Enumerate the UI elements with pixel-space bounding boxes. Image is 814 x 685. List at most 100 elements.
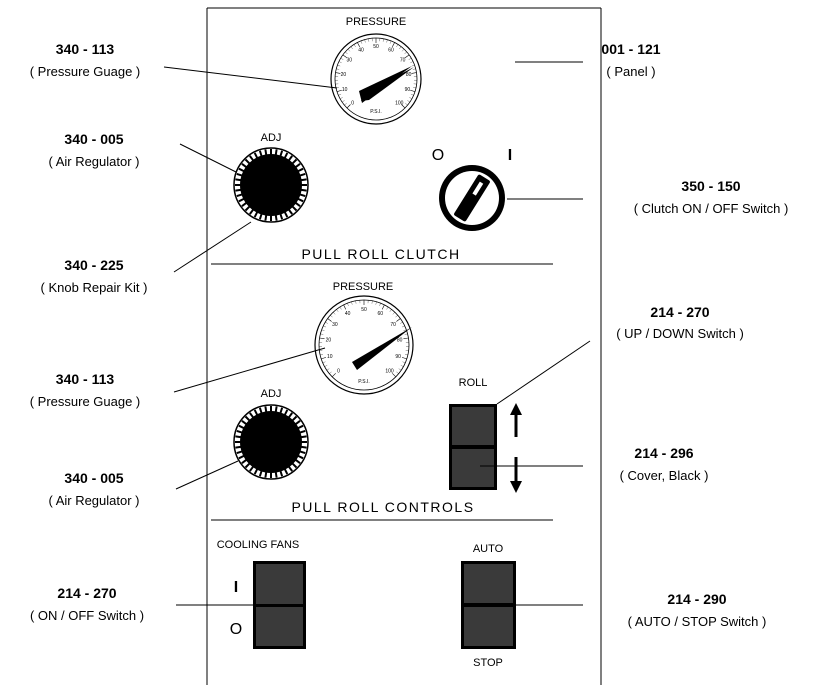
- knob-ridge: [287, 208, 294, 215]
- gauge-scale-label: 30: [347, 58, 353, 64]
- callout-on-off-switch: 214 - 270 ( ON / OFF Switch ): [30, 585, 144, 623]
- gauge-tick: [338, 93, 342, 96]
- stop-label: STOP: [473, 657, 503, 669]
- gauge-tick: [392, 373, 397, 378]
- gauge-tick: [329, 371, 332, 374]
- roll-up-down-switch[interactable]: ROLL: [449, 377, 522, 493]
- clutch-off-symbol: O: [432, 147, 444, 164]
- callout-knob-repair: 340 - 225 ( Knob Repair Kit ): [41, 257, 148, 295]
- callout-number: 214 - 290: [667, 591, 726, 607]
- gauge-scale-label: 80: [406, 72, 412, 78]
- callout-desc: ( AUTO / STOP Switch ): [628, 614, 767, 629]
- gauge-tick: [335, 72, 341, 74]
- stop-rocker[interactable]: [464, 607, 513, 646]
- roll-switch-up-rocker[interactable]: [452, 407, 494, 445]
- gauge-tick: [386, 39, 388, 43]
- gauge-tick: [381, 304, 385, 310]
- gauge-tick: [379, 303, 381, 306]
- air-regulator-top[interactable]: ADJ: [233, 132, 309, 223]
- gauge-tick: [396, 371, 399, 374]
- gauge-tick: [344, 103, 347, 106]
- cooling-fans-on-symbol: I: [234, 579, 238, 596]
- auto-rocker[interactable]: [464, 564, 513, 603]
- gauge-scale-label: 0: [351, 100, 354, 106]
- gauge-scale-label: 60: [388, 48, 394, 54]
- clutch-switch[interactable]: O I: [432, 147, 512, 231]
- callout-panel: 001 - 121 ( Panel ): [601, 41, 660, 79]
- knob-ridge: [294, 458, 301, 465]
- callout-number: 340 - 005: [64, 470, 123, 486]
- cooling-fans-switch[interactable]: COOLING FANS I O: [217, 539, 306, 649]
- callout-desc: ( Clutch ON / OFF Switch ): [634, 201, 789, 216]
- gauge-tick: [342, 54, 348, 59]
- gauge-tick: [403, 337, 409, 339]
- gauge-scale-label: 70: [390, 322, 396, 328]
- callout-cover-black: 214 - 296 ( Cover, Black ): [620, 445, 709, 483]
- gauge-tick: [321, 357, 327, 360]
- gauge-tick: [412, 68, 416, 70]
- callout-number: 001 - 121: [601, 41, 660, 57]
- callouts: 340 - 113 ( Pressure Guage ) 001 - 121 (…: [30, 41, 789, 629]
- auto-stop-switch[interactable]: AUTO STOP: [461, 543, 516, 669]
- gauge-scale-label: 10: [327, 354, 333, 360]
- clutch-switch-lever-mark: [472, 181, 484, 196]
- gauge-tick: [327, 318, 332, 322]
- callout-number: 214 - 296: [634, 445, 693, 461]
- callout-number: 340 - 113: [56, 41, 115, 57]
- knob-ridge: [241, 201, 248, 207]
- gauge-tick: [403, 329, 407, 331]
- gauge-tick: [392, 312, 395, 315]
- gauge-tick: [392, 42, 395, 48]
- gauge-tick: [410, 61, 414, 63]
- gauge-scale-label: 30: [332, 322, 338, 328]
- callout-desc: ( Panel ): [606, 64, 655, 79]
- gauge-mid-unit: P.S.I.: [358, 379, 370, 385]
- regulator-top-knob[interactable]: [240, 154, 302, 216]
- gauge-tick: [347, 303, 349, 306]
- gauge-tick: [326, 368, 330, 371]
- cooling-fans-label: COOLING FANS: [217, 539, 300, 551]
- cooling-fans-on-rocker[interactable]: [256, 564, 303, 604]
- gauge-tick: [347, 48, 351, 52]
- gauge-tick: [399, 46, 402, 50]
- callout-number: 340 - 225: [64, 257, 123, 273]
- gauge-tick: [336, 89, 342, 92]
- gauge-tick: [355, 300, 357, 304]
- gauge-tick: [342, 100, 345, 103]
- gauge-scale-label: 100: [395, 100, 404, 106]
- callout-number: 214 - 270: [57, 585, 116, 601]
- knob-ridge: [241, 458, 248, 465]
- leader-gauge-top: [163, 66, 338, 89]
- gauge-tick: [395, 315, 398, 318]
- gauge-tick: [343, 304, 347, 310]
- air-regulator-mid[interactable]: ADJ: [233, 388, 309, 480]
- gauge-tick: [396, 318, 401, 322]
- gauge-tick: [371, 300, 373, 304]
- gauge-tick: [325, 321, 328, 324]
- knob-ridge: [294, 163, 301, 169]
- regulator-mid-knob[interactable]: [240, 411, 302, 473]
- roll-switch-down-rocker[interactable]: [452, 449, 494, 487]
- gauge-tick: [353, 44, 356, 47]
- leader-up-down-switch: [496, 340, 591, 405]
- gauge-tick: [350, 46, 353, 50]
- gauge-tick: [401, 325, 405, 328]
- cooling-fans-off-rocker[interactable]: [256, 607, 303, 646]
- gauge-tick: [389, 40, 392, 44]
- knob-ridge: [287, 465, 294, 472]
- gauge-scale-label: 20: [326, 337, 332, 343]
- gauge-scale-label: 90: [405, 87, 411, 93]
- gauge-tick: [340, 57, 344, 60]
- gauge-tick: [320, 354, 324, 355]
- gauge-scale-label: 0: [337, 369, 340, 375]
- gauge-tick: [345, 51, 348, 55]
- gauge-scale-label: 100: [385, 369, 394, 375]
- gauge-tick: [320, 333, 324, 335]
- gauge-tick: [331, 373, 336, 378]
- knob-ridge: [294, 201, 301, 207]
- gauge-tick: [389, 309, 392, 312]
- gauge-tick: [404, 333, 408, 335]
